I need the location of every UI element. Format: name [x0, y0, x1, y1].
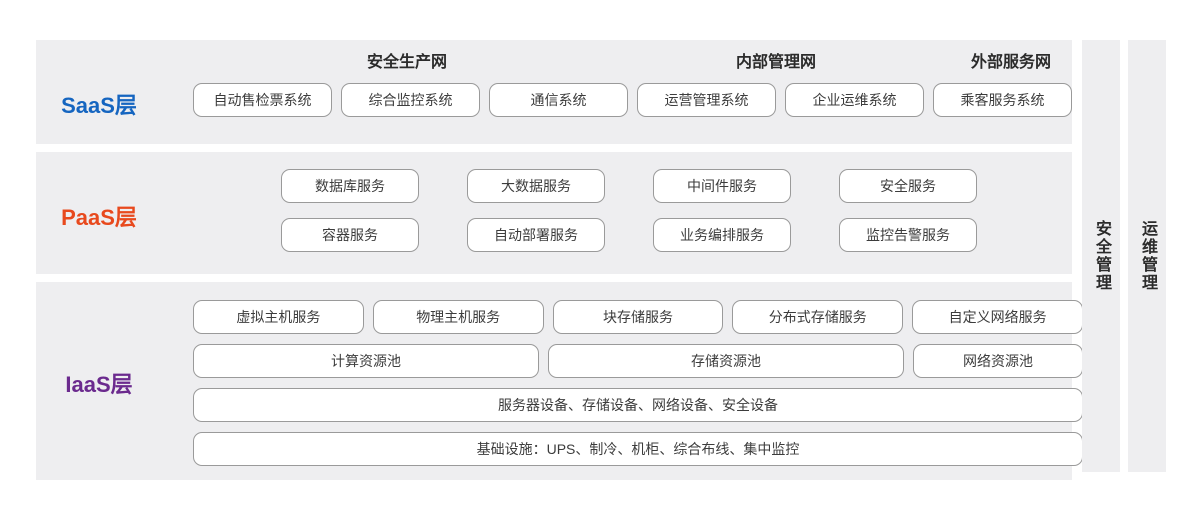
saas-box-operation-management[interactable]: 运营管理系统 [637, 83, 776, 117]
iaas-box-physical-host[interactable]: 物理主机服务 [372, 300, 544, 334]
iaas-box-storage-pool[interactable]: 存储资源池 [548, 344, 904, 378]
paas-box-middleware[interactable]: 中间件服务 [653, 169, 791, 203]
iaas-infrastructure-row: 基础设施：UPS、制冷、机柜、综合布线、集中监控 [193, 432, 1083, 466]
network-group-external-service: 外部服务网 [970, 54, 1052, 71]
layer-panel-iaas: IaaS层 虚拟主机服务 物理主机服务 块存储服务 分布式存储服务 自定义网络服… [36, 282, 1083, 480]
paas-service-grid: 数据库服务 大数据服务 中间件服务 安全服务 容器服务 自动部署服务 业务编排服… [281, 169, 986, 252]
side-column-security-management: 安全管理 [1082, 40, 1120, 472]
iaas-box-block-storage[interactable]: 块存储服务 [552, 300, 724, 334]
layer-panel-saas: SaaS层 安全生产网 内部管理网 外部服务网 自动售检票系统 综合监控系统 通… [36, 40, 1072, 144]
saas-box-passenger-service[interactable]: 乘客服务系统 [933, 83, 1072, 117]
side-column-security-management-label: 安全管理 [1093, 220, 1110, 292]
paas-box-database[interactable]: 数据库服务 [281, 169, 419, 203]
paas-box-monitor-alarm[interactable]: 监控告警服务 [839, 218, 977, 252]
iaas-device-row: 服务器设备、存储设备、网络设备、安全设备 [193, 388, 1083, 422]
iaas-box-custom-network[interactable]: 自定义网络服务 [912, 300, 1083, 334]
iaas-box-compute-pool[interactable]: 计算资源池 [193, 344, 539, 378]
side-column-ops-management-label: 运维管理 [1139, 220, 1156, 292]
layer-label-saas: SaaS层 [61, 93, 137, 118]
network-group-headers: 安全生产网 内部管理网 外部服务网 [162, 48, 1072, 76]
iaas-box-network-pool[interactable]: 网络资源池 [913, 344, 1083, 378]
side-column-ops-management: 运维管理 [1128, 40, 1166, 472]
paas-box-orchestration[interactable]: 业务编排服务 [653, 218, 791, 252]
saas-box-iscs[interactable]: 综合监控系统 [341, 83, 480, 117]
paas-row-2: 容器服务 自动部署服务 业务编排服务 监控告警服务 [281, 218, 986, 252]
iaas-box-devices[interactable]: 服务器设备、存储设备、网络设备、安全设备 [193, 388, 1083, 422]
iaas-box-infrastructure[interactable]: 基础设施：UPS、制冷、机柜、综合布线、集中监控 [193, 432, 1083, 466]
paas-row-1: 数据库服务 大数据服务 中间件服务 安全服务 [281, 169, 986, 203]
network-group-internal-management: 内部管理网 [735, 54, 817, 71]
iaas-box-virtual-host[interactable]: 虚拟主机服务 [193, 300, 364, 334]
network-group-safety-production: 安全生产网 [366, 54, 448, 71]
paas-box-container[interactable]: 容器服务 [281, 218, 419, 252]
paas-box-security[interactable]: 安全服务 [839, 169, 977, 203]
iaas-service-row: 虚拟主机服务 物理主机服务 块存储服务 分布式存储服务 自定义网络服务 [193, 300, 1083, 334]
saas-box-afc[interactable]: 自动售检票系统 [193, 83, 332, 117]
saas-system-row: 自动售检票系统 综合监控系统 通信系统 运营管理系统 企业运维系统 乘客服务系统 [193, 83, 1083, 117]
paas-box-auto-deploy[interactable]: 自动部署服务 [467, 218, 605, 252]
layer-label-paas: PaaS层 [61, 205, 137, 230]
paas-box-bigdata[interactable]: 大数据服务 [467, 169, 605, 203]
layer-stack: SaaS层 安全生产网 内部管理网 外部服务网 自动售检票系统 综合监控系统 通… [36, 40, 1083, 480]
layer-panel-paas: PaaS层 数据库服务 大数据服务 中间件服务 安全服务 容器服务 自动部署服务… [36, 152, 1072, 274]
saas-box-communication[interactable]: 通信系统 [489, 83, 628, 117]
iaas-row-stack: 虚拟主机服务 物理主机服务 块存储服务 分布式存储服务 自定义网络服务 计算资源… [193, 300, 1083, 466]
iaas-pool-row: 计算资源池 存储资源池 网络资源池 [193, 344, 1083, 378]
layer-label-iaas: IaaS层 [65, 372, 133, 397]
iaas-box-distributed-storage[interactable]: 分布式存储服务 [732, 300, 904, 334]
saas-box-enterprise-ops[interactable]: 企业运维系统 [785, 83, 924, 117]
